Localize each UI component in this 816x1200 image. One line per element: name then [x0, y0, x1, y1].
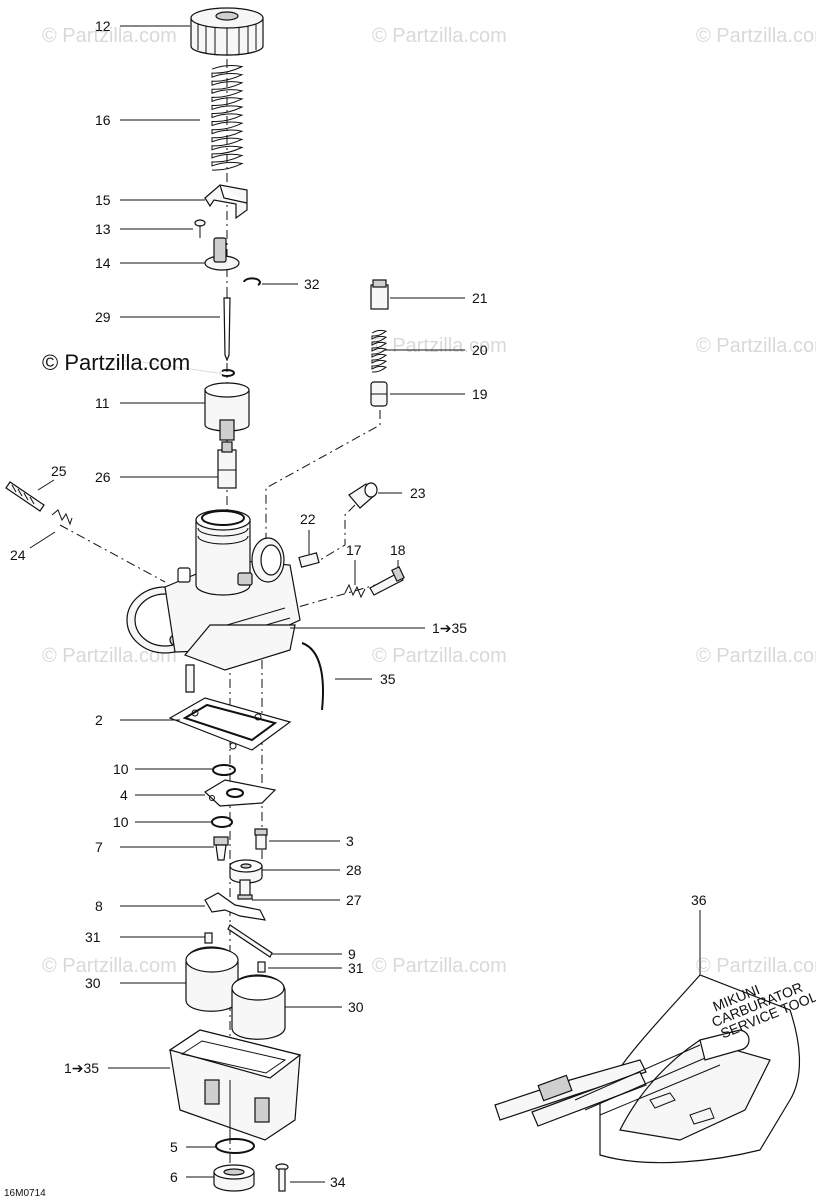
watermark-prominent: © Partzilla.com: [42, 350, 190, 375]
callout-1-35-upper: 1➔35: [432, 620, 467, 636]
float-bowl: [168, 1029, 302, 1141]
part-19-cable-nut: [370, 381, 388, 407]
watermark: © Partzilla.com: [42, 645, 177, 667]
part-15-clip: [204, 184, 248, 220]
callout-15: 15: [95, 192, 111, 208]
watermark: © Partzilla.com: [372, 335, 507, 357]
callout-1-35-lower: 1➔35: [64, 1060, 99, 1076]
part-11-throttle-slide: [204, 382, 250, 441]
part-18-screw: [369, 566, 405, 596]
part-30-float-left: [185, 946, 239, 1012]
callout-25: 25: [51, 463, 67, 479]
callout-31-left: 31: [85, 929, 101, 945]
part-36-tool-kit: [494, 974, 800, 1164]
callout-6: 6: [170, 1169, 178, 1185]
callout-17: 17: [346, 542, 362, 558]
callout-36: 36: [691, 892, 707, 908]
part-26-needle-jet: [217, 441, 237, 489]
callout-20: 20: [472, 342, 488, 358]
part-34-screw: [275, 1163, 289, 1192]
watermark: © Partzilla.com: [696, 25, 816, 47]
part-35-o-ring-cord: [301, 642, 324, 711]
part-10-o-ring-lower: [211, 816, 233, 828]
callout-32: 32: [304, 276, 320, 292]
callout-30-right: 30: [348, 999, 364, 1015]
callout-16: 16: [95, 112, 111, 128]
callout-3: 3: [346, 833, 354, 849]
callout-21: 21: [472, 290, 488, 306]
part-17-spring: [344, 583, 366, 599]
part-10-o-ring-upper: [212, 764, 236, 776]
callout-labels: 12 16 15 13 14 32 21 29 20 33 19 11 26 2…: [10, 18, 707, 1190]
part-12-top-cap: [190, 7, 264, 56]
part-28-jet-holder: [229, 859, 263, 884]
watermark: © Partzilla.com: [696, 335, 816, 357]
part-24-air-screw-spring: [51, 509, 73, 526]
part-13-screw: [194, 219, 206, 238]
diagram-code: 16M0714: [4, 1188, 46, 1199]
callout-10-upper: 10: [113, 761, 129, 777]
callout-2: 2: [95, 712, 103, 728]
part-21-cable-adjuster: [370, 279, 389, 310]
callout-28: 28: [346, 862, 362, 878]
part-31-float-pin-a: [204, 932, 213, 944]
part-9-float-pin: [227, 924, 273, 958]
callout-12: 12: [95, 18, 111, 34]
watermark: © Partzilla.com: [372, 645, 507, 667]
prominent-watermark: © Partzilla.com: [42, 346, 222, 376]
part-20-cable-spring: [371, 329, 388, 373]
callout-8: 8: [95, 898, 103, 914]
callout-29: 29: [95, 309, 111, 325]
callout-35: 35: [380, 671, 396, 687]
callout-7: 7: [95, 839, 103, 855]
callout-27: 27: [346, 892, 362, 908]
part-30-float-right: [231, 974, 286, 1040]
part-23-cap: [348, 482, 378, 509]
callout-14: 14: [95, 255, 111, 271]
callout-22: 22: [300, 511, 316, 527]
callout-19: 19: [472, 386, 488, 402]
leader-lines: [29, 25, 701, 1183]
part-5-o-ring: [215, 1138, 255, 1154]
part-6-drain-plug: [213, 1164, 255, 1192]
part-2-gasket: [168, 697, 292, 751]
callout-23: 23: [410, 485, 426, 501]
carburetor-body: [126, 509, 301, 693]
callout-24: 24: [10, 547, 26, 563]
callout-10-lower: 10: [113, 814, 129, 830]
callout-26: 26: [95, 469, 111, 485]
part-22-plug: [298, 552, 320, 568]
part-14-plate: [204, 237, 240, 271]
callout-9: 9: [348, 946, 356, 962]
part-33-washer: [219, 369, 235, 377]
callout-30-left: 30: [85, 975, 101, 991]
watermark: © Partzilla.com: [372, 955, 507, 977]
callout-31-right: 31: [348, 960, 364, 976]
watermark: © Partzilla.com: [372, 25, 507, 47]
watermark: © Partzilla.com: [42, 955, 177, 977]
part-32-e-clip: [243, 277, 261, 286]
part-8-float-arm: [204, 892, 267, 921]
watermark: © Partzilla.com: [696, 955, 816, 977]
watermark: © Partzilla.com: [42, 25, 177, 47]
callout-34: 34: [330, 1174, 346, 1190]
part-16-spring: [211, 64, 244, 171]
part-25-air-screw: [5, 481, 45, 512]
callout-18: 18: [390, 542, 406, 558]
watermark: © Partzilla.com: [696, 645, 816, 667]
part-3-pilot-jet: [254, 828, 268, 850]
watermark-layer: © Partzilla.com © Partzilla.com © Partzi…: [42, 25, 816, 977]
part-7-needle-valve: [213, 836, 229, 861]
part-4-plate: [204, 779, 277, 807]
callout-5: 5: [170, 1139, 178, 1155]
part-29-needle: [223, 288, 231, 362]
callout-13: 13: [95, 221, 111, 237]
callout-4: 4: [120, 787, 128, 803]
part-27-main-jet: [237, 879, 253, 900]
part-31-float-pin-b: [257, 961, 266, 973]
callout-11: 11: [95, 395, 110, 411]
